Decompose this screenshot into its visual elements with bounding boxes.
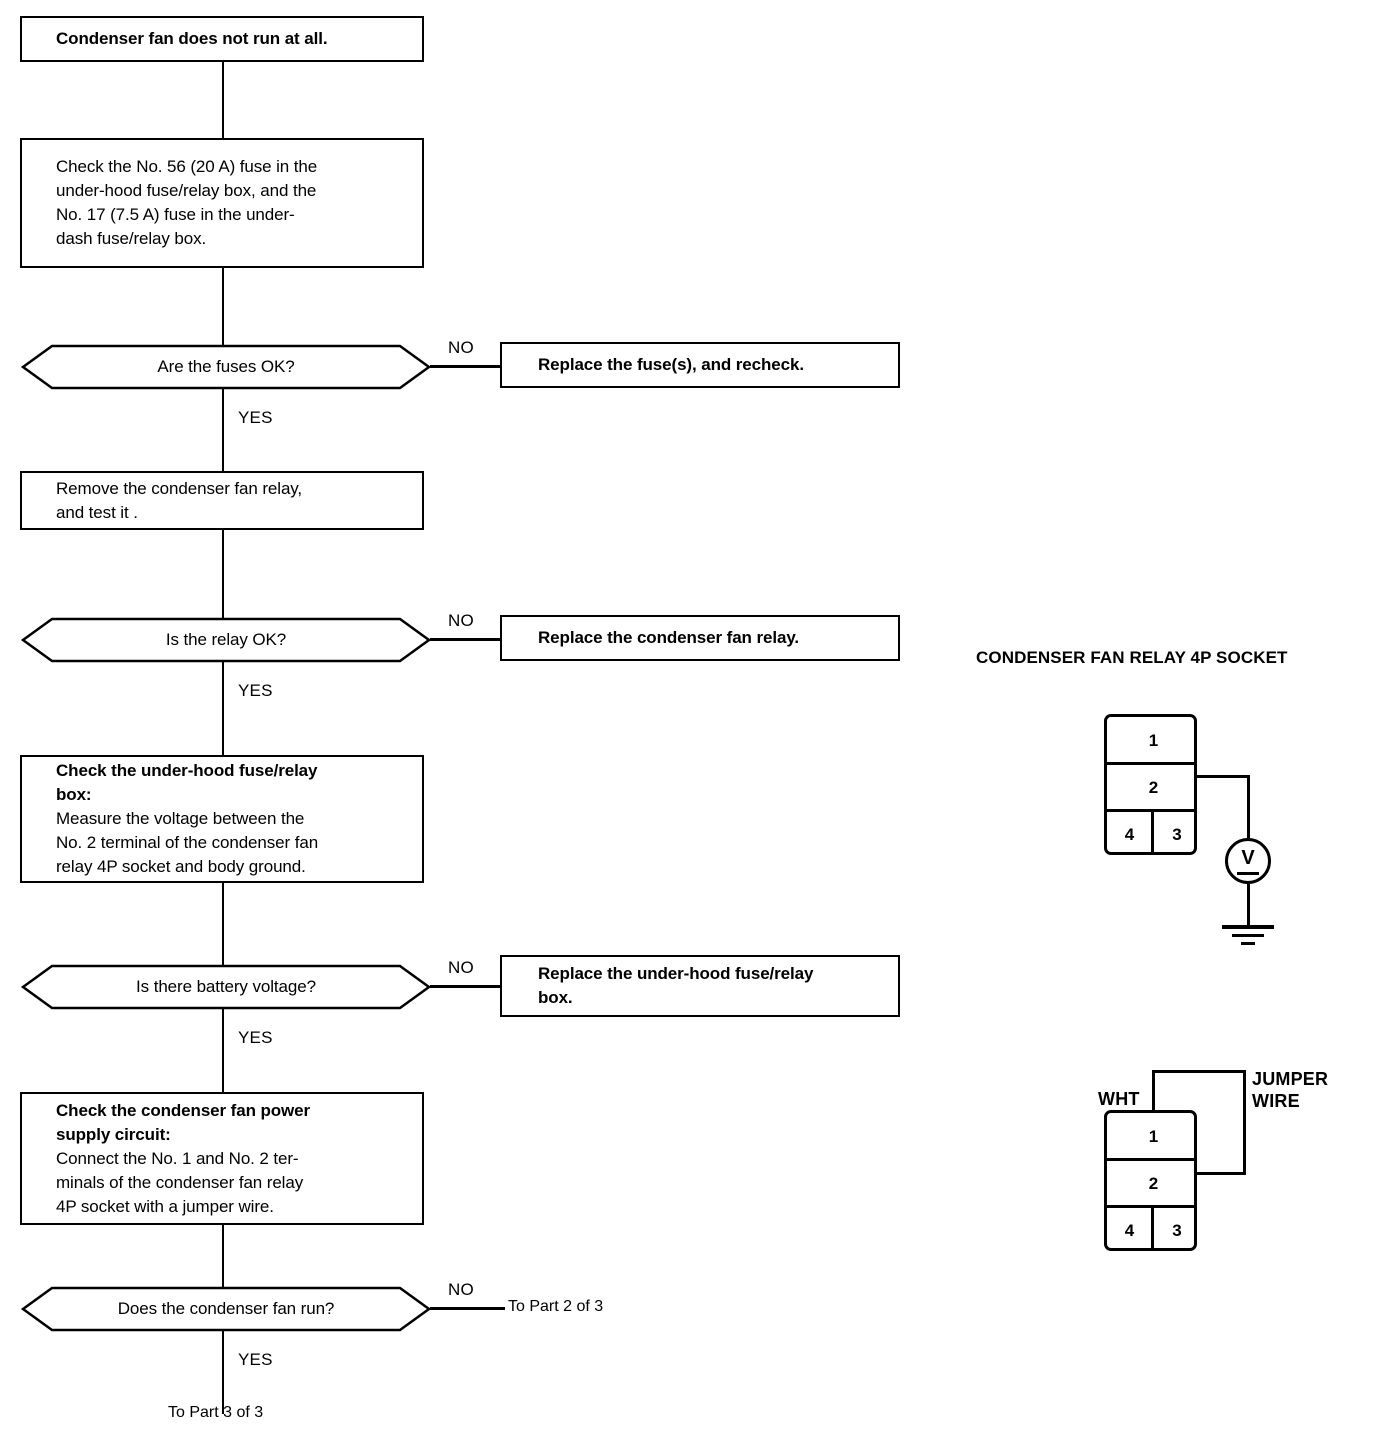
jumper-test-terminal-3: 3	[1154, 1207, 1194, 1248]
decision1-yes-line	[222, 389, 224, 471]
start-box: Condenser fan does not run at all.	[20, 16, 424, 62]
connector-step3-to-decision3	[222, 883, 224, 966]
step1-box: Check the No. 56 (20 A) fuse in the unde…	[20, 138, 424, 268]
step3-heading: Check the under-hood fuse/relay box:	[56, 761, 318, 804]
voltage-test-terminal-2-label: 2	[1148, 777, 1159, 797]
jumper-test-terminal-1-label: 1	[1148, 1126, 1159, 1146]
jumper-test-socket: 1 2 4 3	[1104, 1110, 1197, 1251]
voltage-test-title: CONDENSER FAN RELAY 4P SOCKET	[976, 648, 1288, 667]
decision2-no-action-box: Replace the condenser fan relay.	[500, 615, 900, 661]
decision4-fan-runs: Does the condenser fan run?	[20, 1286, 432, 1332]
voltage-test-socket: 1 2 4 3	[1104, 714, 1197, 855]
decision3-battery-voltage: Is there battery voltage?	[20, 964, 432, 1010]
decision3-hexagon	[20, 964, 432, 1010]
decision4-no-line	[430, 1307, 505, 1310]
voltage-test-terminal-3-label: 3	[1172, 824, 1182, 844]
decision2-yes-label: YES	[238, 681, 273, 700]
jumper-test-separator-1	[1107, 1158, 1194, 1161]
connector-step4-to-decision4	[222, 1225, 224, 1288]
voltage-test-terminal-1: 1	[1107, 717, 1194, 764]
step4-text: Connect the No. 1 and No. 2 ter- minals …	[56, 1148, 304, 1216]
voltmeter-symbol: V	[1225, 838, 1271, 884]
decision3-no-action-text: Replace the under-hood fuse/relay box.	[538, 964, 814, 1007]
step3-text: Measure the voltage between the No. 2 te…	[56, 809, 319, 876]
decision3-no-line	[430, 985, 502, 988]
connector-step1-to-decision1	[222, 268, 224, 347]
ground-symbol-bar-3	[1241, 942, 1255, 945]
decision1-hexagon	[20, 344, 432, 390]
voltmeter-dc-bar	[1237, 872, 1259, 875]
decision2-no-action-text: Replace the condenser fan relay.	[538, 628, 800, 647]
jumper-test-terminal-4: 4	[1107, 1207, 1152, 1248]
jumper-test-terminal-2: 2	[1107, 1160, 1194, 1207]
voltage-test-separator-3	[1151, 811, 1154, 852]
decision4-yes-line	[222, 1331, 224, 1414]
step2-box: Remove the condenser fan relay, and test…	[20, 471, 424, 530]
decision2-yes-line	[222, 662, 224, 755]
decision3-label: Is there battery voltage?	[136, 977, 316, 996]
jumper-test-separator-3	[1151, 1207, 1154, 1248]
voltmeter-letter: V	[1241, 847, 1255, 869]
step1-text: Check the No. 56 (20 A) fuse in the unde…	[56, 157, 318, 248]
ground-symbol-bar-1	[1222, 925, 1274, 929]
decision3-no-action-box: Replace the under-hood fuse/relay box.	[500, 955, 900, 1017]
decision1-no-line	[430, 365, 502, 368]
jumper-wire-segment-top	[1152, 1070, 1246, 1073]
decision1-no-label: NO	[448, 338, 474, 357]
jumper-wire-segment-down	[1243, 1070, 1246, 1175]
decision4-no-target-ref: To Part 2 of 3	[508, 1298, 604, 1315]
decision4-label: Does the condenser fan run?	[117, 1299, 335, 1318]
step4-heading: Check the condenser fan power supply cir…	[56, 1100, 311, 1144]
decision1-no-action-text: Replace the fuse(s), and recheck.	[538, 355, 804, 374]
decision4-yes-target-ref: To Part 3 of 3	[168, 1404, 264, 1421]
decision2-relay-ok: Is the relay OK?	[20, 617, 432, 663]
connector-step2-to-decision2	[222, 530, 224, 619]
decision1-label: Are the fuses OK?	[157, 357, 295, 376]
jumper-test-wht-label: WHT	[1098, 1089, 1140, 1109]
decision4-yes-label: YES	[238, 1350, 273, 1369]
decision4-hexagon	[20, 1286, 432, 1332]
jumper-test-terminal-2-label: 2	[1148, 1173, 1159, 1193]
decision3-no-label: NO	[448, 958, 474, 977]
decision2-no-line	[430, 638, 502, 641]
connector-start-to-step1	[222, 62, 224, 138]
voltmeter-to-ground-wire	[1247, 884, 1250, 926]
decision2-hexagon	[20, 617, 432, 663]
step2-text: Remove the condenser fan relay, and test…	[56, 478, 303, 522]
jumper-test-terminal-3-label: 3	[1172, 1220, 1182, 1240]
decision2-no-label: NO	[448, 611, 474, 630]
decision1-no-action-box: Replace the fuse(s), and recheck.	[500, 342, 900, 388]
ground-symbol-bar-2	[1232, 934, 1264, 937]
voltage-test-lead-horizontal	[1194, 775, 1250, 778]
voltage-test-separator-2	[1107, 809, 1194, 812]
jumper-test-separator-2	[1107, 1205, 1194, 1208]
jumper-wire-segment-up	[1152, 1070, 1155, 1112]
voltage-test-terminal-4-label: 4	[1124, 824, 1135, 844]
voltage-test-terminal-4: 4	[1107, 811, 1152, 852]
step3-box: Check the under-hood fuse/relay box: Mea…	[20, 755, 424, 883]
start-box-text: Condenser fan does not run at all.	[56, 29, 328, 48]
decision4-no-label: NO	[448, 1280, 474, 1299]
jumper-test-terminal-4-label: 4	[1124, 1220, 1135, 1240]
voltage-test-lead-vertical	[1247, 775, 1250, 838]
voltage-test-terminal-1-label: 1	[1148, 730, 1159, 750]
jumper-test-jumper-wire-label: JUMPER WIRE	[1252, 1069, 1329, 1111]
voltage-test-terminal-2: 2	[1107, 764, 1194, 811]
jumper-test-terminal-1: 1	[1107, 1113, 1194, 1160]
decision1-fuses-ok: Are the fuses OK?	[20, 344, 432, 390]
voltage-test-separator-1	[1107, 762, 1194, 765]
jumper-wire-segment-bottom	[1194, 1172, 1246, 1175]
decision3-yes-line	[222, 1009, 224, 1092]
decision1-yes-label: YES	[238, 408, 273, 427]
decision3-yes-label: YES	[238, 1028, 273, 1047]
step4-box: Check the condenser fan power supply cir…	[20, 1092, 424, 1225]
voltage-test-terminal-3: 3	[1154, 811, 1194, 852]
decision2-label: Is the relay OK?	[165, 630, 287, 649]
